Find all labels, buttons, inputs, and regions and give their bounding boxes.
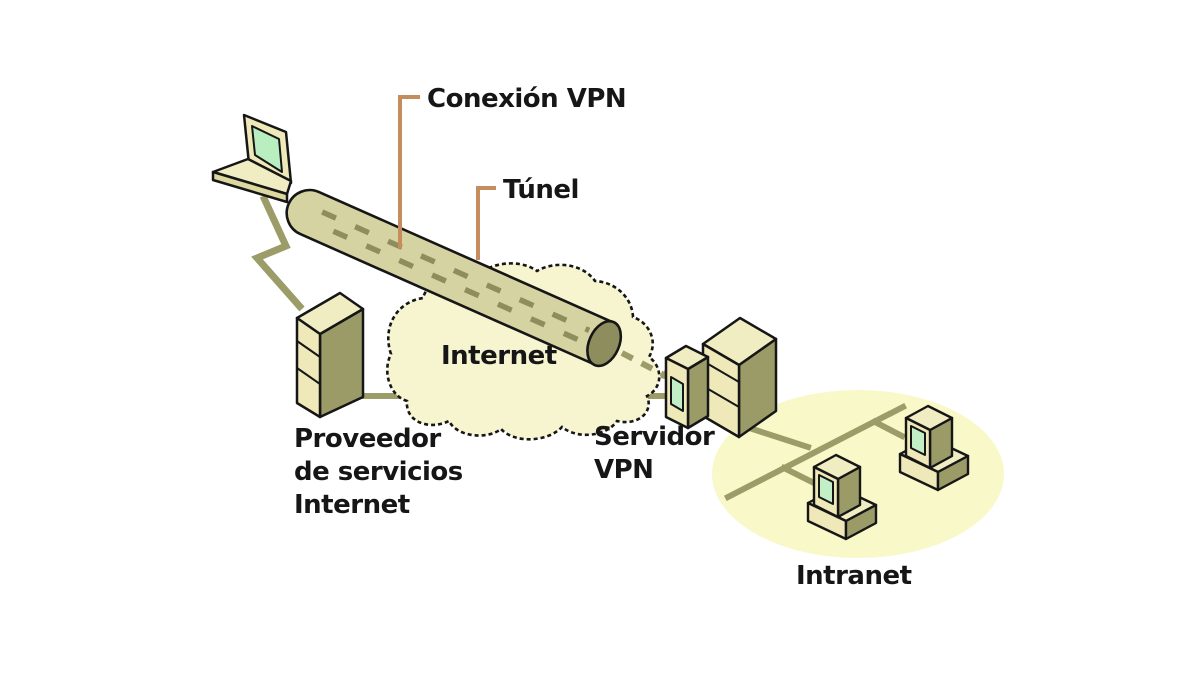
- isp-server-bay-line: [296, 367, 321, 385]
- vpn-connection-dashes: [620, 350, 668, 379]
- isp-server-icon: [295, 291, 365, 419]
- isp-label-line1: Proveedor: [294, 424, 441, 454]
- tunnel-dash-row: [321, 209, 591, 333]
- laptop-screen: [251, 125, 283, 173]
- vpn-connection-callout-line: [398, 95, 420, 249]
- vpn-tunnel: [285, 188, 623, 368]
- callout-lines: [398, 95, 496, 260]
- vpn-server-label: Servidor VPN: [594, 421, 715, 487]
- workstation1-drop-line: [779, 463, 819, 488]
- tunnel-label: Túnel: [503, 175, 579, 205]
- dialup-lightning-link: [251, 194, 305, 312]
- isp-label-line3: Internet: [294, 490, 410, 520]
- intranet-label: Intranet: [796, 561, 912, 591]
- isp-label: Proveedor de servicios Internet: [294, 423, 463, 522]
- isp-server-front: [295, 316, 322, 419]
- vpn-connection-label: Conexión VPN: [427, 84, 627, 114]
- workstation2-drop-line: [870, 417, 907, 441]
- vpn-server-label-line2: VPN: [594, 455, 654, 485]
- laptop-base-edge: [211, 170, 289, 204]
- laptop-icon: [211, 113, 293, 204]
- isp-label-line2: de servicios: [294, 457, 463, 487]
- vpn-server-screen: [670, 376, 684, 412]
- isp-server-bay-line: [296, 340, 321, 358]
- tunnel-callout-line: [476, 186, 496, 260]
- tunnel-endcap: [586, 319, 623, 368]
- vpn-server-label-line1: Servidor: [594, 422, 715, 452]
- vpn-server-icon: [664, 316, 778, 439]
- internet-cloud-label: Internet: [441, 341, 557, 371]
